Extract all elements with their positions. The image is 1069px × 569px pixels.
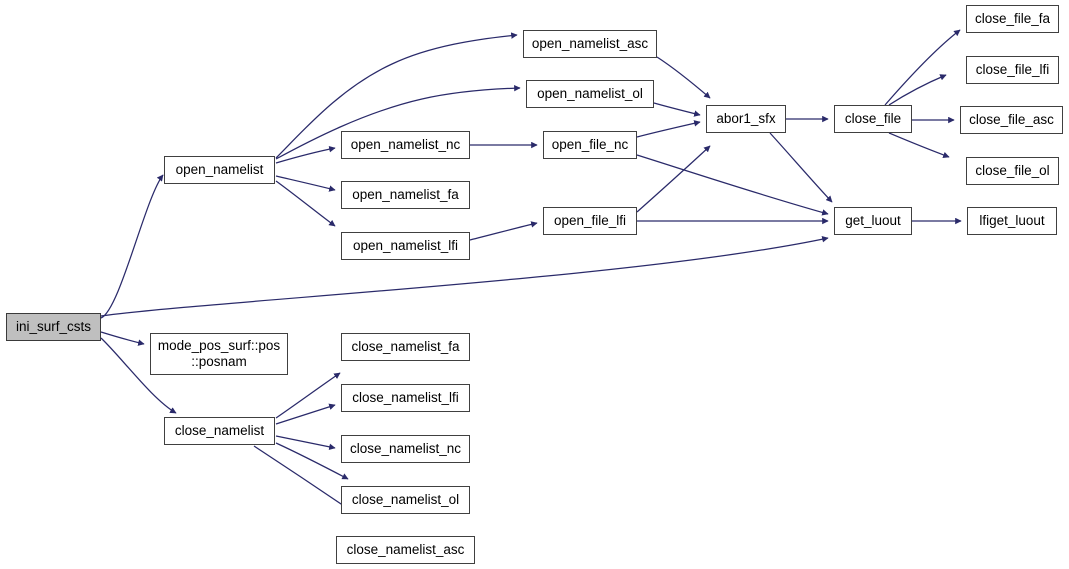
edge-abor1_sfx-to-get_luout [769, 132, 833, 203]
node-open_file_nc[interactable]: open_file_nc [543, 131, 637, 159]
node-get_luout[interactable]: get_luout [834, 207, 912, 235]
edge-open_namelist-to-open_namelist_asc [275, 32, 518, 159]
node-label: open_namelist_lfi [352, 238, 459, 254]
node-label: open_namelist [175, 162, 264, 178]
edge-open_namelist_lfi-to-open_file_lfi [469, 221, 538, 241]
edge-close_namelist-to-close_namelist_asc [253, 445, 351, 511]
node-open_namelist_nc[interactable]: open_namelist_nc [341, 131, 470, 159]
node-label: close_file_ol [975, 163, 1050, 179]
edge-ini_surf_csts-to-mode_pos_surf [100, 331, 145, 346]
node-close_namelist_fa[interactable]: close_namelist_fa [341, 333, 470, 361]
node-open_namelist_ol[interactable]: open_namelist_ol [526, 80, 654, 108]
node-label: open_file_nc [551, 137, 629, 153]
node-label: ini_surf_csts [15, 319, 92, 335]
node-close_namelist_nc[interactable]: close_namelist_nc [341, 435, 470, 463]
edge-close_file-to-close_file_fa [884, 29, 961, 106]
node-lfiget_luout[interactable]: lfiget_luout [967, 207, 1057, 235]
node-abor1_sfx[interactable]: abor1_sfx [706, 105, 786, 133]
node-label: close_namelist_lfi [352, 390, 459, 406]
node-label: open_namelist_ol [537, 86, 643, 102]
edge-open_namelist-to-open_namelist_fa [275, 175, 336, 192]
edge-open_file_nc-to-get_luout [636, 154, 829, 216]
node-open_namelist_asc[interactable]: open_namelist_asc [523, 30, 657, 58]
node-open_namelist_fa[interactable]: open_namelist_fa [341, 181, 470, 209]
node-close_file_fa[interactable]: close_file_fa [966, 5, 1059, 33]
node-label: get_luout [845, 213, 901, 229]
edge-open_file_lfi-to-abor1_sfx [636, 145, 711, 213]
node-close_file_lfi[interactable]: close_file_lfi [966, 56, 1059, 84]
node-label: mode_pos_surf::pos ::posnam [157, 338, 281, 369]
node-label: lfiget_luout [979, 213, 1045, 229]
node-label: open_namelist_nc [350, 137, 461, 153]
node-open_namelist_lfi[interactable]: open_namelist_lfi [341, 232, 470, 260]
node-label: close_file_lfi [975, 62, 1050, 78]
edge-ini_surf_csts-to-get_luout [100, 236, 829, 317]
node-label: open_file_lfi [553, 213, 627, 229]
edge-close_file-to-close_file_lfi [888, 74, 947, 106]
edge-close_namelist-to-close_namelist_fa [275, 372, 341, 419]
node-label: close_namelist [174, 423, 265, 439]
node-label: close_namelist_ol [351, 492, 460, 508]
node-open_file_lfi[interactable]: open_file_lfi [543, 207, 637, 235]
node-label: close_file_fa [974, 11, 1051, 27]
node-close_file[interactable]: close_file [834, 105, 912, 133]
node-mode_pos_surf[interactable]: mode_pos_surf::pos ::posnam [150, 333, 288, 375]
node-close_namelist[interactable]: close_namelist [164, 417, 275, 445]
edge-close_namelist-to-close_namelist_ol [275, 442, 349, 480]
edge-close_file-to-close_file_ol [888, 132, 950, 159]
edge-open_file_nc-to-abor1_sfx [636, 120, 701, 138]
node-close_namelist_asc[interactable]: close_namelist_asc [336, 536, 475, 564]
edge-open_namelist-to-open_namelist_lfi [275, 180, 336, 227]
edge-close_namelist-to-close_namelist_lfi [275, 403, 336, 425]
edge-ini_surf_csts-to-open_namelist [100, 174, 164, 319]
edge-open_namelist-to-open_namelist_nc [275, 145, 336, 164]
node-label: close_file_asc [969, 112, 1054, 128]
node-label: close_file [844, 111, 902, 127]
node-label: open_namelist_asc [531, 36, 649, 52]
edge-open_namelist_asc-to-abor1_sfx [656, 56, 711, 99]
node-close_file_asc[interactable]: close_file_asc [960, 106, 1063, 134]
node-label: open_namelist_fa [352, 187, 459, 203]
node-open_namelist[interactable]: open_namelist [164, 156, 275, 184]
node-label: abor1_sfx [716, 111, 776, 127]
edge-close_namelist-to-close_namelist_nc [275, 435, 336, 450]
edge-open_namelist-to-open_namelist_ol [275, 84, 521, 160]
node-label: close_namelist_fa [351, 339, 460, 355]
edge-ini_surf_csts-to-close_namelist [100, 337, 177, 414]
node-close_namelist_ol[interactable]: close_namelist_ol [341, 486, 470, 514]
node-label: close_namelist_asc [346, 542, 465, 558]
node-close_namelist_lfi[interactable]: close_namelist_lfi [341, 384, 470, 412]
node-ini_surf_csts[interactable]: ini_surf_csts [6, 313, 101, 341]
node-label: close_namelist_nc [349, 441, 462, 457]
edge-open_namelist_ol-to-abor1_sfx [653, 102, 701, 117]
node-close_file_ol[interactable]: close_file_ol [966, 157, 1059, 185]
